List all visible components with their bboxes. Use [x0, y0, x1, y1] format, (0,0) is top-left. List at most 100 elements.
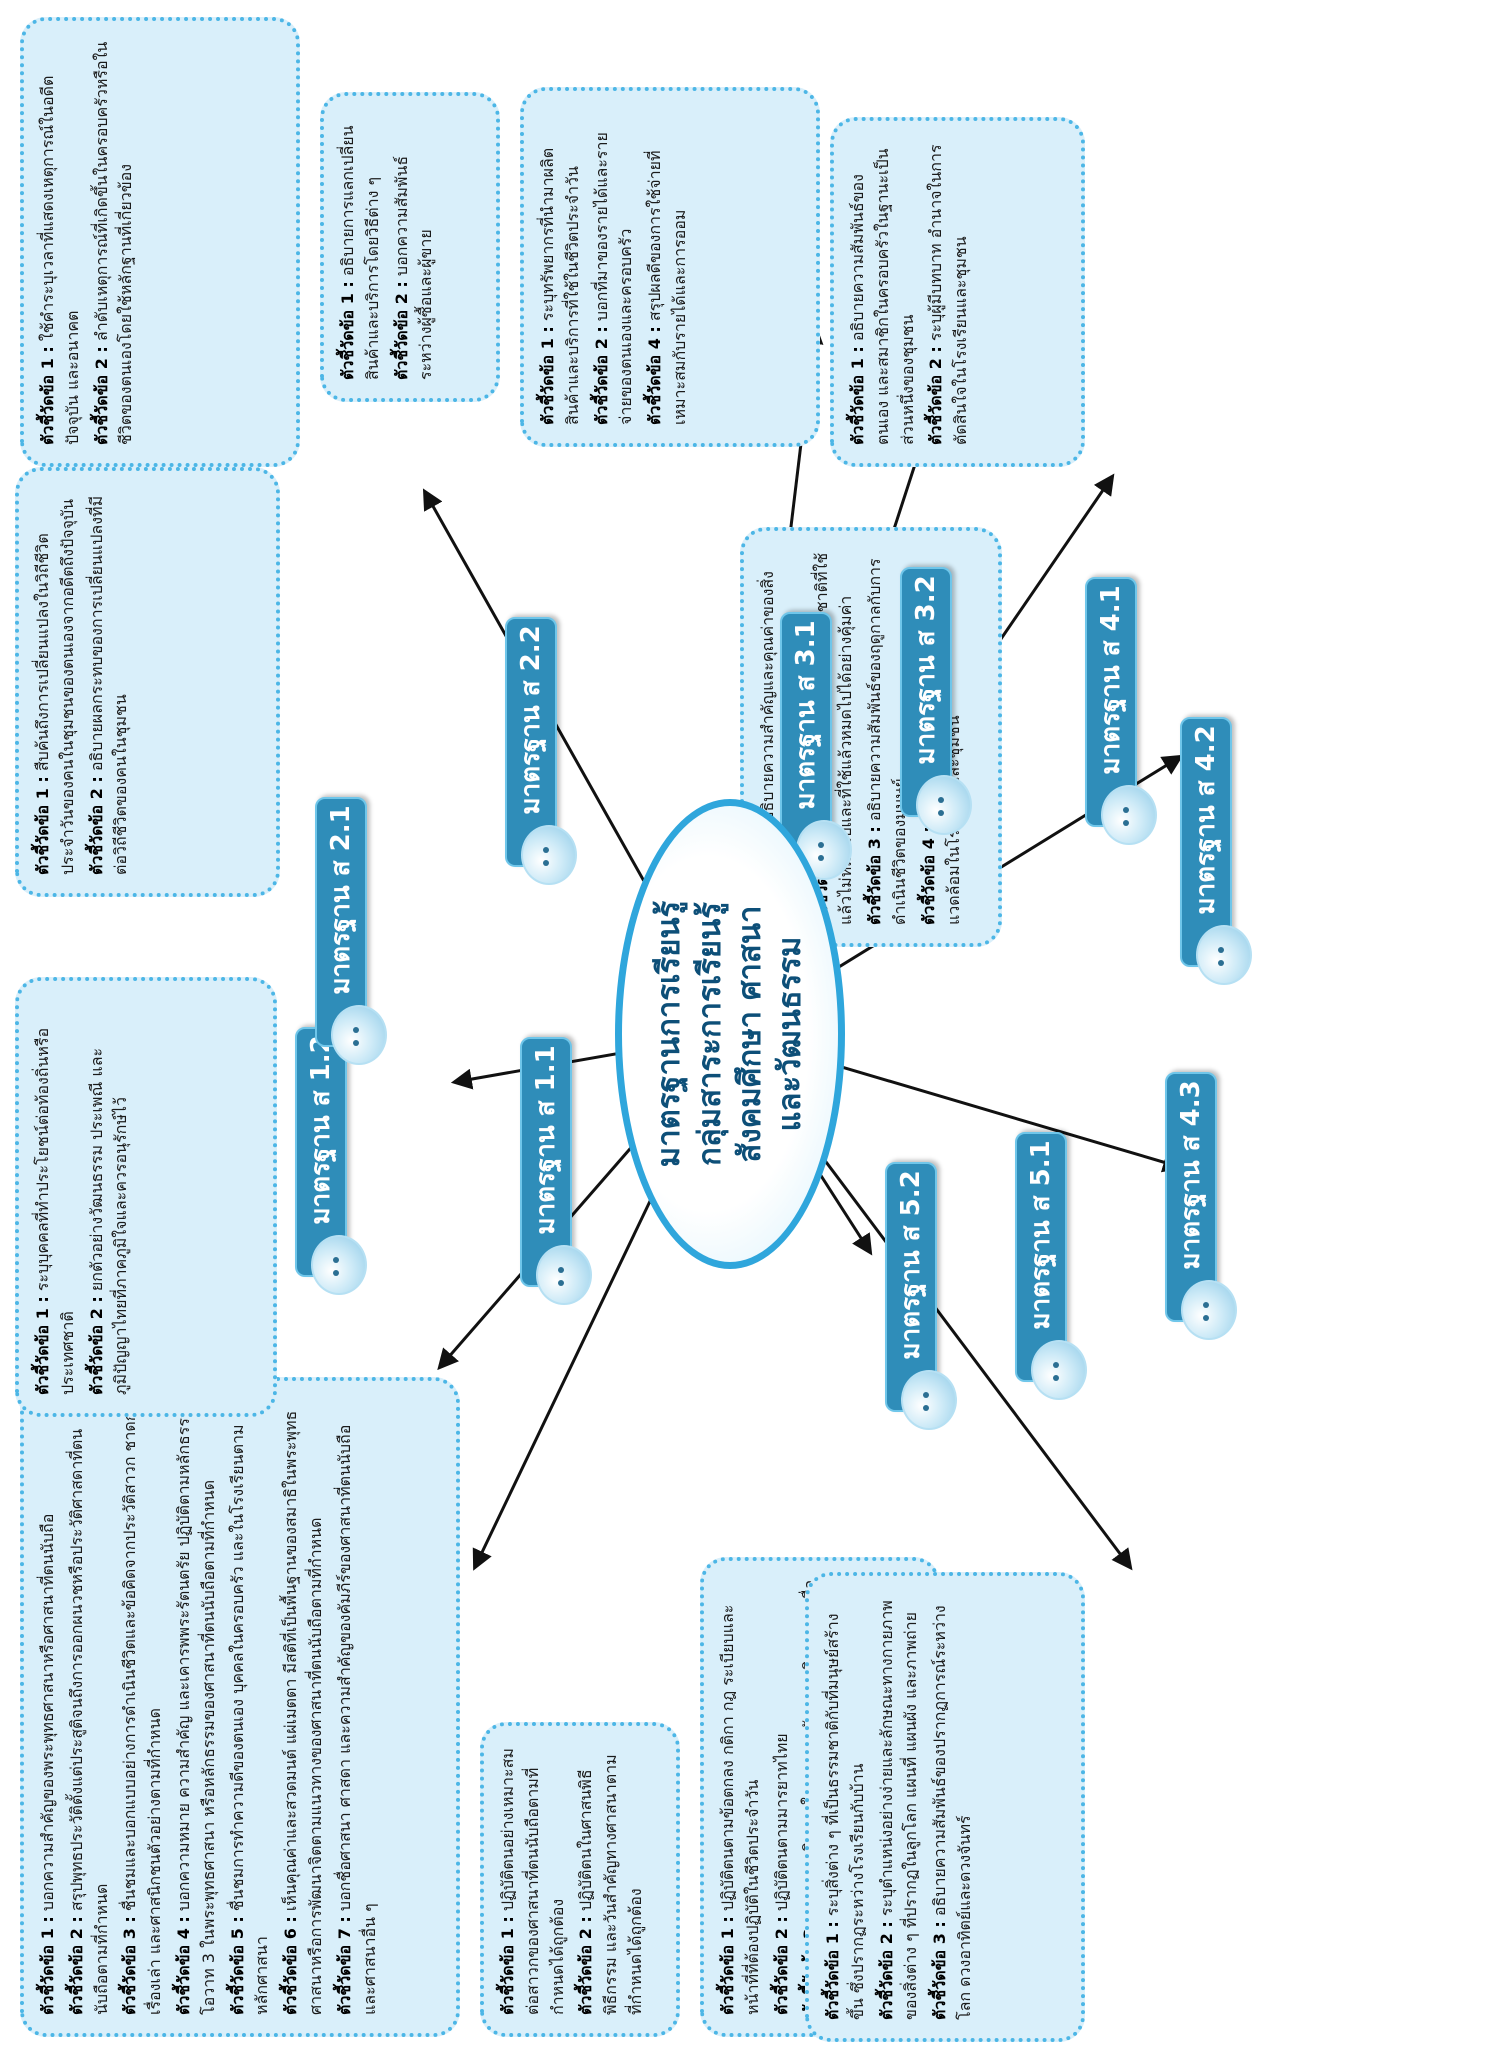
indicator-item: ตัวชี้วัดข้อ 1 : อธิบายการแลกเปลี่ยนสินค…	[336, 114, 386, 380]
indicator-label: ตัวชี้วัดข้อ 3 :	[930, 1921, 950, 2020]
indicator-label: ตัวชี้วัดข้อ 1 :	[38, 346, 57, 445]
indicator-item: ตัวชี้วัดข้อ 2 : ลำดับเหตุการณ์ที่เกิดขึ…	[90, 39, 140, 445]
standard-label-4-3: มาตรฐาน ส 4.3	[1165, 1072, 1237, 1340]
mascot-bubble-icon	[916, 775, 972, 835]
indicator-item: ตัวชี้วัดข้อ 2 : ปฏิบัติตนในศาสนพิธี พิธ…	[574, 1744, 648, 2015]
indicator-label: ตัวชี้วัดข้อ 3 :	[120, 1916, 140, 2015]
indicator-label: ตัวชี้วัดข้อ 1 :	[338, 281, 357, 380]
indicator-box-1-1: ตัวชี้วัดข้อ 1 : บอกความสำคัญของพระพุทธศ…	[20, 1377, 460, 2037]
standard-label-text: มาตรฐาน ส 4.3	[1176, 1080, 1206, 1270]
mascot-bubble-icon	[311, 1235, 367, 1295]
mascot-bubble-icon	[536, 1245, 592, 1305]
indicator-label: ตัวชี้วัดข้อ 1 :	[538, 326, 557, 425]
indicator-box-4-1: ตัวชี้วัดข้อ 1 : ใช้คำระบุเวลาที่แสดงเหต…	[20, 17, 300, 467]
mascot-bubble-icon	[331, 1005, 387, 1065]
standard-label-text: มาตรฐาน ส 3.2	[911, 575, 941, 765]
center-title-line-2: กลุ่มสาระการเรียนรู้	[691, 902, 728, 1166]
standard-label-2-1: มาตรฐาน ส 2.1	[315, 797, 387, 1065]
standard-label-5-2: มาตรฐาน ส 5.2	[885, 1162, 957, 1430]
indicator-label: ตัวชี้วัดข้อ 2 :	[86, 1296, 106, 1395]
standard-label-text: มาตรฐาน ส 5.1	[1026, 1140, 1056, 1330]
indicator-label: ตัวชี้วัดข้อ 5 :	[227, 1916, 247, 2015]
center-title-line-1: มาตรฐานการเรียนรู้	[651, 900, 688, 1168]
indicator-item: ตัวชี้วัดข้อ 2 : สรุปพุทธประวัติตั้งแต่ป…	[65, 1399, 115, 2015]
mascot-bubble-icon	[521, 825, 577, 885]
indicator-box-4-2: ตัวชี้วัดข้อ 1 : สืบค้นถึงการเปลี่ยนแปลง…	[15, 467, 280, 897]
indicator-item: ตัวชี้วัดข้อ 2 : ระบุผู้มีบทบาท อำนาจในก…	[924, 139, 974, 445]
indicator-item: ตัวชี้วัดข้อ 1 : ระบุทรัพยากรที่นำมาผลิต…	[536, 109, 586, 425]
indicator-label: ตัวชี้วัดข้อ 1 :	[38, 1916, 57, 2015]
standard-label-text: มาตรฐาน ส 1.2	[306, 1035, 336, 1225]
indicator-box-5-1: ตัวชี้วัดข้อ 1 : ระบุสิ่งต่าง ๆ ที่เป็นธ…	[805, 1572, 1085, 2042]
standard-label-text: มาตรฐาน ส 2.2	[516, 625, 546, 815]
indicator-item: ตัวชี้วัดข้อ 1 : อธิบายความสัมพันธ์ของตน…	[846, 139, 920, 445]
center-topic: มาตรฐานการเรียนรู้ กลุ่มสาระการเรียนรู้ …	[615, 799, 845, 1269]
standard-label-text: มาตรฐาน ส 3.1	[791, 620, 821, 810]
indicator-item: ตัวชี้วัดข้อ 1 : ปฏิบัติตนตามข้อตกลง กติ…	[716, 1579, 766, 2015]
indicator-label: ตัวชี้วัดข้อ 1 :	[33, 776, 52, 875]
indicator-item: ตัวชี้วัดข้อ 3 : ชื่นชมและบอกแบบอย่างการ…	[118, 1399, 168, 2015]
indicator-label: ตัวชี้วัดข้อ 2 :	[391, 281, 411, 380]
indicator-label: ตัวชี้วัดข้อ 1 :	[823, 1921, 842, 2020]
standard-label-text: มาตรฐาน ส 1.1	[531, 1045, 561, 1235]
indicator-label: ตัวชี้วัดข้อ 2 :	[771, 1916, 791, 2015]
mascot-bubble-icon	[1181, 1280, 1237, 1340]
indicator-label: ตัวชี้วัดข้อ 3 :	[865, 826, 885, 925]
mascot-bubble-icon	[1031, 1340, 1087, 1400]
indicator-item: ตัวชี้วัดข้อ 4 : บอกความหมาย ความสำคัญ แ…	[172, 1399, 222, 2015]
standard-label-4-1: มาตรฐาน ส 4.1	[1085, 577, 1157, 845]
indicator-label: ตัวชี้วัดข้อ 7 :	[334, 1916, 354, 2015]
indicator-label: ตัวชี้วัดข้อ 2 :	[86, 776, 106, 875]
indicator-box-4-3: ตัวชี้วัดข้อ 1 : ระบุบุคคลที่ทำประโยชน์ต…	[15, 977, 277, 1417]
indicator-label: ตัวชี้วัดข้อ 2 :	[591, 326, 611, 425]
indicator-label: ตัวชี้วัดข้อ 1 :	[33, 1296, 52, 1395]
indicator-item: ตัวชี้วัดข้อ 1 : ใช้คำระบุเวลาที่แสดงเหต…	[36, 39, 86, 445]
indicator-item: ตัวชี้วัดข้อ 2 : ระบุตำแหน่งอย่างง่ายและ…	[875, 1594, 925, 2020]
standard-label-4-2: มาตรฐาน ส 4.2	[1180, 717, 1252, 985]
indicator-item: ตัวชี้วัดข้อ 1 : สืบค้นถึงการเปลี่ยนแปลง…	[31, 489, 81, 875]
indicator-box-3-1: ตัวชี้วัดข้อ 1 : ระบุทรัพยากรที่นำมาผลิต…	[520, 87, 820, 447]
standard-label-text: มาตรฐาน ส 2.1	[326, 805, 356, 995]
indicator-text: บอกความสำคัญของพระพุทธศาสนาหรือศาสนาที่ต…	[38, 1513, 57, 1912]
standard-label-text: มาตรฐาน ส 4.2	[1191, 725, 1221, 915]
indicator-item: ตัวชี้วัดข้อ 2 : บอกความสัมพันธ์ระหว่างผ…	[390, 114, 440, 380]
indicator-item: ตัวชี้วัดข้อ 1 : ระบุสิ่งต่าง ๆ ที่เป็นธ…	[821, 1594, 871, 2020]
indicator-label: ตัวชี้วัดข้อ 1 :	[498, 1916, 517, 2015]
standard-label-1-2: มาตรฐาน ส 1.2	[295, 1027, 367, 1295]
indicator-label: ตัวชี้วัดข้อ 2 :	[576, 1916, 596, 2015]
indicator-label: ตัวชี้วัดข้อ 6 :	[281, 1916, 301, 2015]
indicator-item: ตัวชี้วัดข้อ 1 : ปฏิบัติตนอย่างเหมาะสมต่…	[496, 1744, 570, 2015]
standard-label-1-1: มาตรฐาน ส 1.1	[520, 1037, 592, 1305]
indicator-item: ตัวชี้วัดข้อ 6 : เห็นคุณค่าและสวดมนต์ แผ…	[279, 1399, 329, 2015]
standard-label-text: มาตรฐาน ส 4.1	[1096, 585, 1126, 775]
standard-label-text: มาตรฐาน ส 5.2	[896, 1170, 926, 1360]
standard-label-3-2: มาตรฐาน ส 3.2	[900, 567, 972, 835]
indicator-item: ตัวชี้วัดข้อ 2 : อธิบายผลกระทบของการเปลี…	[85, 489, 135, 875]
indicator-box-1-2: ตัวชี้วัดข้อ 1 : ปฏิบัติตนอย่างเหมาะสมต่…	[480, 1722, 680, 2037]
indicator-label: ตัวชี้วัดข้อ 2 :	[91, 346, 111, 445]
standard-label-2-2: มาตรฐาน ส 2.2	[505, 617, 577, 885]
indicator-item: ตัวชี้วัดข้อ 2 : ยกตัวอย่างวัฒนธรรม ประเ…	[85, 999, 135, 1395]
indicator-label: ตัวชี้วัดข้อ 4 :	[173, 1916, 193, 2015]
indicator-item: ตัวชี้วัดข้อ 7 : บอกชื่อศาสนา ศาสดา และค…	[333, 1399, 383, 2015]
indicator-label: ตัวชี้วัดข้อ 2 :	[66, 1916, 86, 2015]
indicator-item: ตัวชี้วัดข้อ 2 : ปฏิบัติตนตามมารยาทไทย	[770, 1579, 795, 2015]
indicator-label: ตัวชี้วัดข้อ 2 :	[926, 346, 946, 445]
center-title-line-3: สังคมศึกษา ศาสนา	[732, 905, 768, 1163]
indicator-item: ตัวชี้วัดข้อ 1 : บอกความสำคัญของพระพุทธศ…	[36, 1399, 61, 2015]
mascot-bubble-icon	[901, 1370, 957, 1430]
indicator-label: ตัวชี้วัดข้อ 1 :	[848, 346, 867, 445]
indicator-item: ตัวชี้วัดข้อ 4 : สรุปผลดีของการใช้จ่ายที…	[643, 109, 693, 425]
mascot-bubble-icon	[1101, 785, 1157, 845]
indicator-item: ตัวชี้วัดข้อ 5 : ชื่นชมการทำความดีของตนเ…	[226, 1399, 276, 2016]
indicator-label: ตัวชี้วัดข้อ 4 :	[645, 326, 665, 425]
indicator-item: ตัวชี้วัดข้อ 2 : บอกที่มาของรายได้และราย…	[590, 109, 640, 425]
indicator-item: ตัวชี้วัดข้อ 1 : ระบุบุคคลที่ทำประโยชน์ต…	[31, 999, 81, 1395]
standard-label-5-1: มาตรฐาน ส 5.1	[1015, 1132, 1087, 1400]
standard-label-3-1: มาตรฐาน ส 3.1	[780, 612, 852, 880]
indicator-label: ตัวชี้วัดข้อ 2 :	[876, 1921, 896, 2020]
indicator-label: ตัวชี้วัดข้อ 1 :	[718, 1916, 737, 2015]
center-title-line-4: และวัฒนธรรม	[772, 936, 809, 1132]
